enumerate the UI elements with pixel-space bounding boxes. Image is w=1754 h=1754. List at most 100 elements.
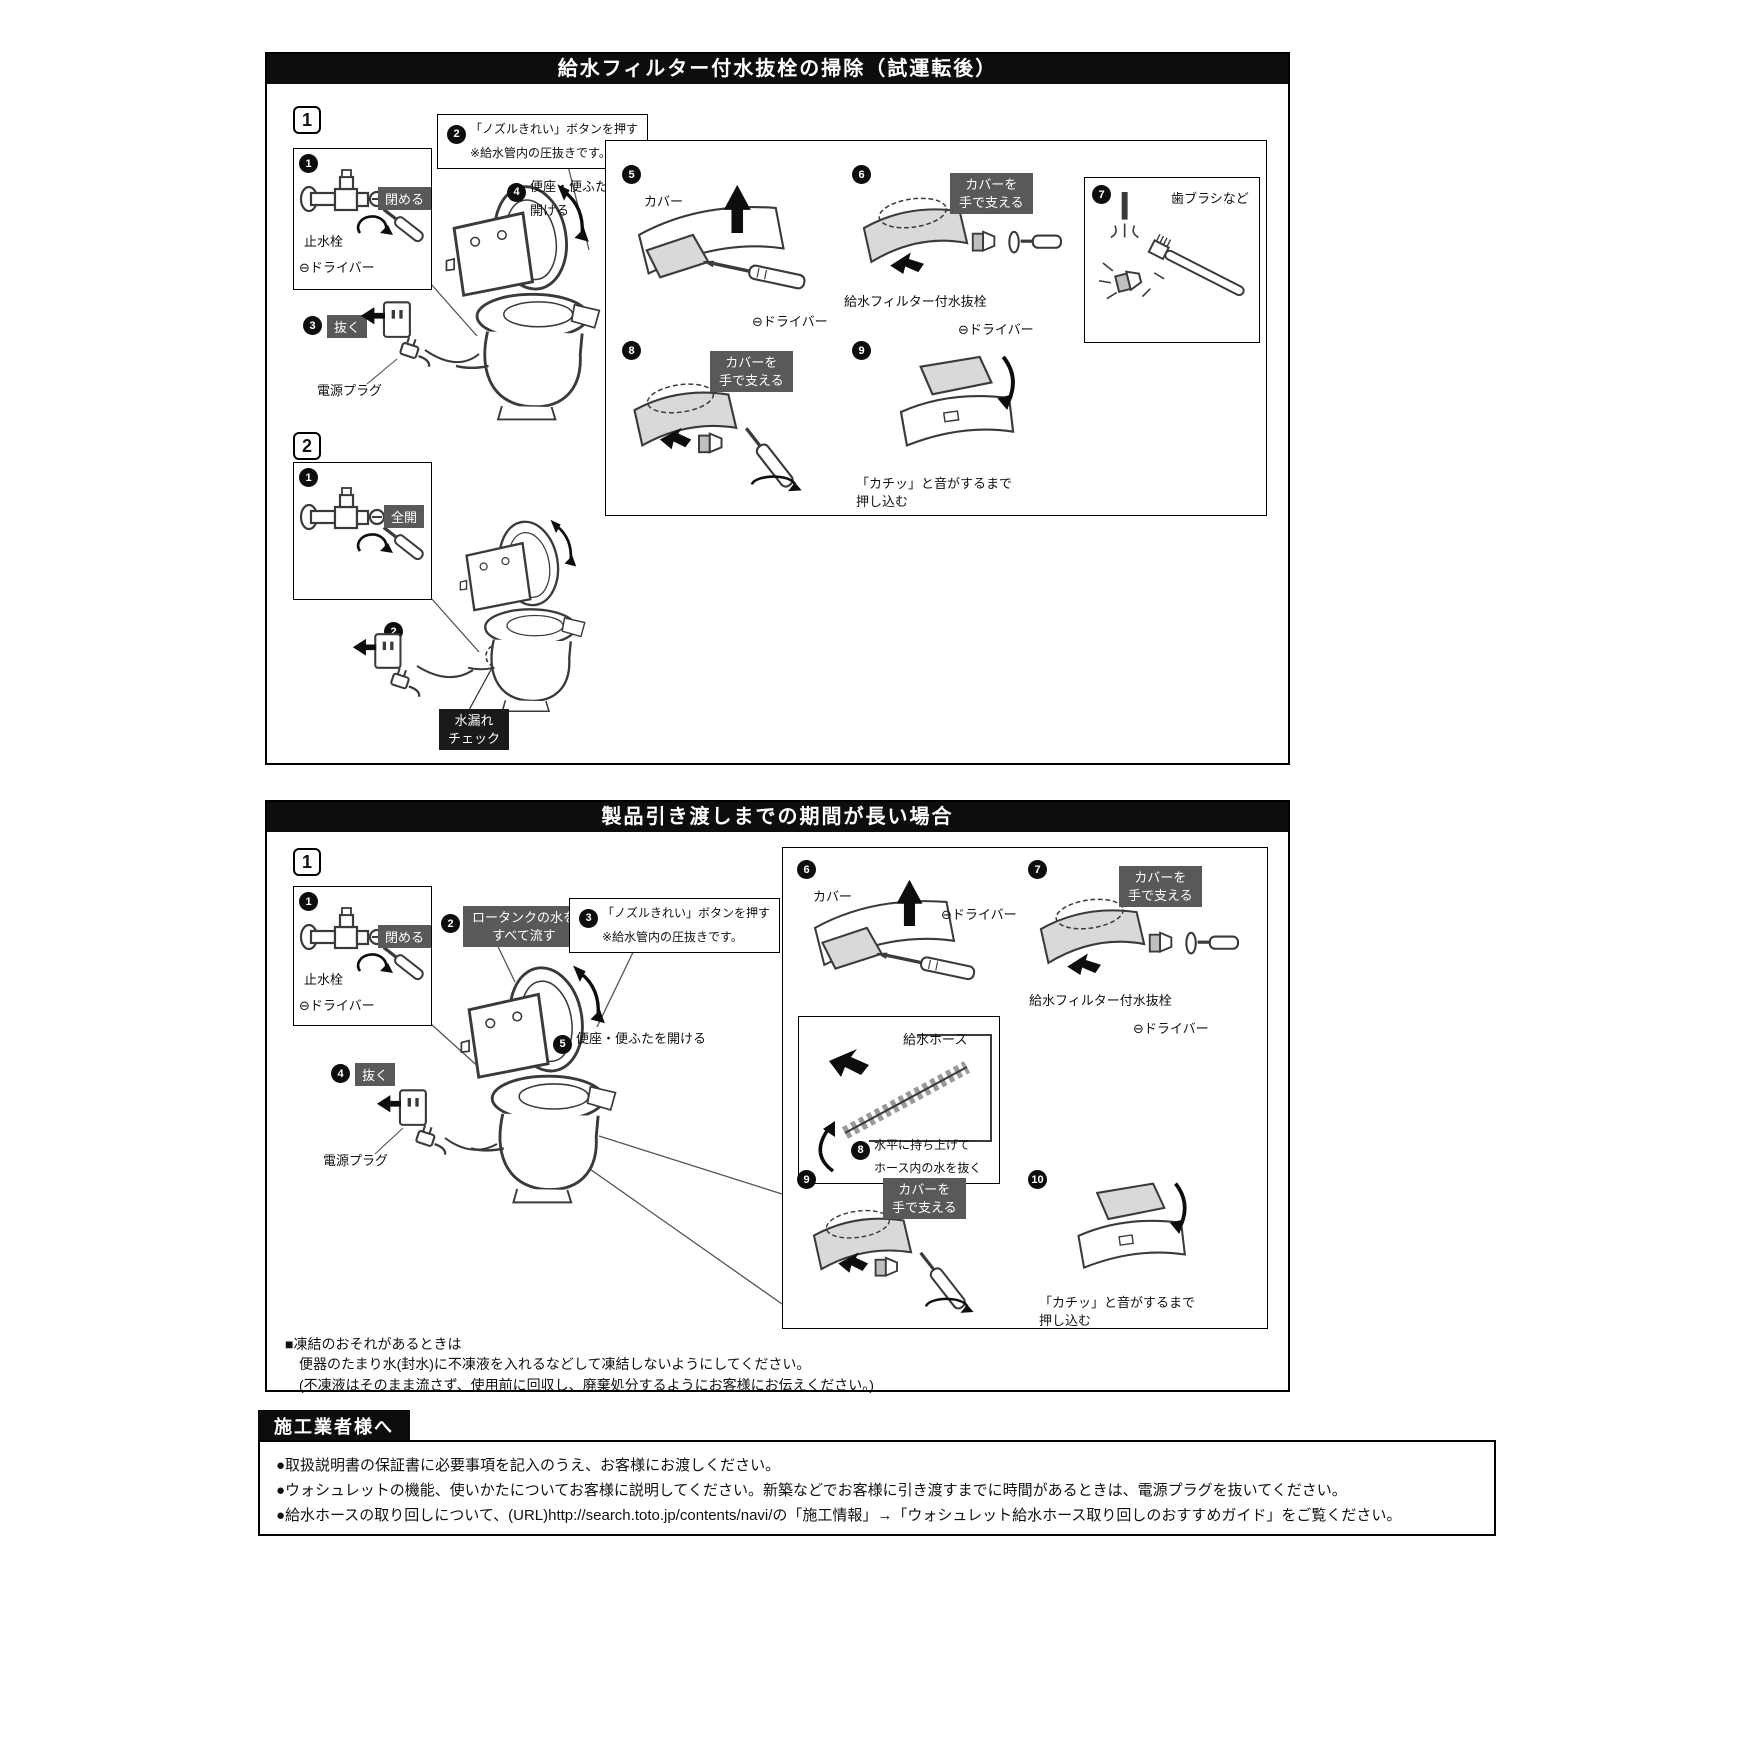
circled-step-2a: 2	[447, 125, 466, 145]
contractor-title: 施工業者様へ	[258, 1410, 410, 1442]
s2-badge-hold-cover-1-line1: カバーを	[1134, 870, 1187, 885]
toothbrush-illustration	[1089, 190, 1257, 338]
outlet-illustration-2	[351, 632, 421, 698]
label-driver-5: ⊖ドライバー	[752, 314, 828, 329]
step-group-2-number: 2	[293, 432, 321, 460]
circled-step-8: 8	[622, 341, 641, 360]
freeze-note: ■凍結のおそれがあるときは 便器のたまり水(封水)に不凍液を入れるなどして凍結し…	[285, 1334, 874, 1395]
badge-pull-1: 抜く	[327, 315, 368, 338]
badge-hold-cover-2-line1: カバーを	[725, 355, 778, 370]
contractor-bullet-3: ●給水ホースの取り回しについて、(URL)http://search.toto.…	[276, 1507, 1402, 1524]
circled-step-1a: 1	[299, 154, 318, 173]
circled-step-4a: 4	[507, 183, 526, 203]
nozzle-callout-1-text2: ※給水管内の圧抜きです。	[470, 146, 611, 161]
s2-cover-close-illustration	[1069, 1178, 1199, 1290]
badge-full-open: 全開	[384, 505, 425, 528]
nozzle-callout-1-text1: 「ノズルきれい」ボタンを押す	[470, 122, 639, 136]
s2-stop-valve-box: 1 閉める 止水栓 ⊖ドライバー	[293, 886, 432, 1026]
s2-label-cover: カバー	[813, 889, 853, 904]
circled-step-9: 9	[852, 341, 871, 360]
s2-nozzle-callout: 3「ノズルきれい」ボタンを押す ※給水管内の圧抜きです。	[569, 898, 781, 954]
s2-badge-hold-cover-2: カバーを 手で支える	[883, 1178, 966, 1220]
circled-step-5: 5	[622, 165, 641, 184]
detail-panel-1: 5 カバー ⊖ドライバー 6 カバーを 手で支える 給水フィルター付水抜栓 ⊖ド…	[605, 140, 1267, 516]
s2-step-group-1-number: 1	[293, 848, 321, 876]
contractor-header: 施工業者様へ	[258, 1410, 410, 1442]
s2-label-open-seat: 5 便座・便ふたを開ける	[553, 1030, 707, 1055]
s2-nozzle-callout-text1: 「ノズルきれい」ボタンを押す	[602, 906, 771, 920]
freeze-note-line1: ■凍結のおそれがあるときは	[285, 1336, 462, 1352]
label-cover-1: カバー	[644, 194, 684, 209]
label-click-2-line1: 「カチッ」と音がするまで	[1039, 1295, 1196, 1310]
s2-circled-step-3: 3	[579, 909, 598, 929]
s2-badge-pull: 抜く	[355, 1063, 396, 1086]
badge-close-1: 閉める	[378, 187, 432, 210]
s2-label-open-seat-text: 便座・便ふたを開ける	[576, 1031, 707, 1046]
label-click-2-line2: 押し込む	[1039, 1313, 1092, 1329]
badge-flush-tank: ロータンクの水を すべて流す	[463, 906, 586, 948]
circled-step-1b: 1	[299, 468, 318, 487]
s2-badge-hold-cover-1-line2: 手で支える	[1128, 887, 1193, 903]
s2-nozzle-callout-line1: 3 「ノズルきれい」ボタンを押す	[579, 904, 771, 929]
label-click-1-line1: 「カチッ」と音がするまで	[856, 476, 1013, 491]
label-hose-steps: 8 水平に持ち上げて ホース内の水を抜く	[851, 1137, 981, 1177]
badge-hold-cover-2: カバーを 手で支える	[710, 351, 793, 393]
badge-flush-tank-line2: すべて流す	[492, 927, 556, 943]
s2-label-power-plug: 電源プラグ	[323, 1153, 389, 1168]
s2-badge-hold-cover-1: カバーを 手で支える	[1119, 866, 1202, 908]
label-click-1: 「カチッ」と音がするまで 押し込む	[856, 475, 1012, 511]
s2-badge-hold-cover-2-line2: 手で支える	[892, 1199, 957, 1215]
label-open-seat-1-text2: 開ける	[530, 203, 570, 219]
label-click-2: 「カチッ」と音がするまで 押し込む	[1039, 1294, 1195, 1330]
badge-leak-check: 水漏れ チェック	[439, 709, 510, 751]
label-power-plug-1: 電源プラグ	[317, 383, 383, 398]
label-hose-steps-line1: 8 水平に持ち上げて	[851, 1137, 981, 1161]
contractor-bullet-2: ●ウォシュレットの機能、使いかたについてお客様に説明してください。新築などでお客…	[276, 1482, 1347, 1499]
freeze-note-line2: 便器のたまり水(封水)に不凍液を入れるなどして凍結しないようにしてください。	[299, 1356, 811, 1373]
s2-toilet-illustration	[449, 952, 624, 1212]
label-hose-steps-text2: ホース内の水を抜く	[874, 1161, 982, 1176]
s2-badge-hold-cover-2-line1: カバーを	[898, 1182, 951, 1197]
s2-circled-step-1: 1	[299, 892, 318, 911]
label-click-1-line2: 押し込む	[856, 494, 909, 510]
s2-badge-close: 閉める	[378, 925, 432, 948]
s2-circled-step-2: 2	[441, 914, 460, 933]
step-group-1-number-text: 1	[301, 109, 312, 130]
circled-step-3a: 3	[303, 316, 322, 335]
nozzle-callout-1: 2 「ノズルきれい」ボタンを押す ※給水管内の圧抜きです。	[437, 114, 649, 170]
badge-leak-check-line2: チェック	[448, 730, 501, 746]
s2-circled-step-7: 7	[1028, 860, 1047, 879]
label-hose-steps-text1: 水平に持ち上げて	[874, 1138, 971, 1152]
label-hose: 給水ホース	[903, 1032, 968, 1047]
cover-push-illustration-1	[624, 373, 864, 505]
stop-valve-box-1: 1 閉める 止水栓 ⊖ドライバー	[293, 148, 432, 290]
label-stop-valve-1: 止水栓	[304, 234, 344, 249]
label-toothbrush: 歯ブラシなど	[1171, 191, 1249, 206]
s2-circled-step-6: 6	[797, 860, 816, 879]
nozzle-callout-1-line1: 2 「ノズルきれい」ボタンを押す	[447, 120, 639, 145]
step-group-1-number: 1	[293, 106, 321, 134]
toothbrush-box: 7 歯ブラシなど	[1084, 177, 1260, 343]
s2-circled-step-5: 5	[553, 1035, 572, 1055]
contractor-bullet-1: ●取扱説明書の保証書に必要事項を記入のうえ、お客様にお渡しください。	[276, 1457, 781, 1474]
circled-step-7: 7	[1092, 185, 1111, 204]
detail-panel-2: 6 カバー ⊖ドライバー 7 カバーを 手で支える 給水フィルター付水抜栓 ⊖ド…	[782, 847, 1268, 1329]
section-long-period: 製品引き渡しまでの期間が長い場合 1 1 閉める 止水栓 ⊖ドライバー 2 ロー…	[265, 800, 1290, 1395]
circled-step-6: 6	[852, 165, 871, 184]
s2-label-driver-7: ⊖ドライバー	[1133, 1021, 1209, 1036]
s2-label-filter-valve: 給水フィルター付水抜栓	[1029, 993, 1172, 1008]
freeze-note-line3: (不凍液はそのまま流さず、使用前に回収し、廃棄処分するようにお客様にお伝えくださ…	[299, 1376, 874, 1393]
hose-box: 給水ホース 8 水平に持ち上げて ホース内の水を抜く	[798, 1016, 1000, 1184]
section-filter-clean: 給水フィルター付水抜栓の掃除（試運転後） 1 1 閉める 止水栓 ⊖ドライバー …	[265, 52, 1290, 765]
cover-close-illustration-1	[892, 351, 1027, 469]
s2-circled-step-4: 4	[331, 1064, 350, 1083]
toilet-illustration-2	[435, 509, 607, 719]
label-driver-valve-1: ⊖ドライバー	[299, 260, 375, 275]
section-filter-clean-title: 給水フィルター付水抜栓の掃除（試運転後）	[267, 54, 1288, 84]
step-group-2-number-text: 2	[301, 435, 312, 456]
circled-step-8b: 8	[851, 1141, 870, 1161]
s2-label-stop-valve: 止水栓	[304, 972, 344, 987]
s2-step-group-1-number-text: 1	[301, 851, 312, 872]
badge-hold-cover-1: カバーを 手で支える	[950, 173, 1033, 215]
